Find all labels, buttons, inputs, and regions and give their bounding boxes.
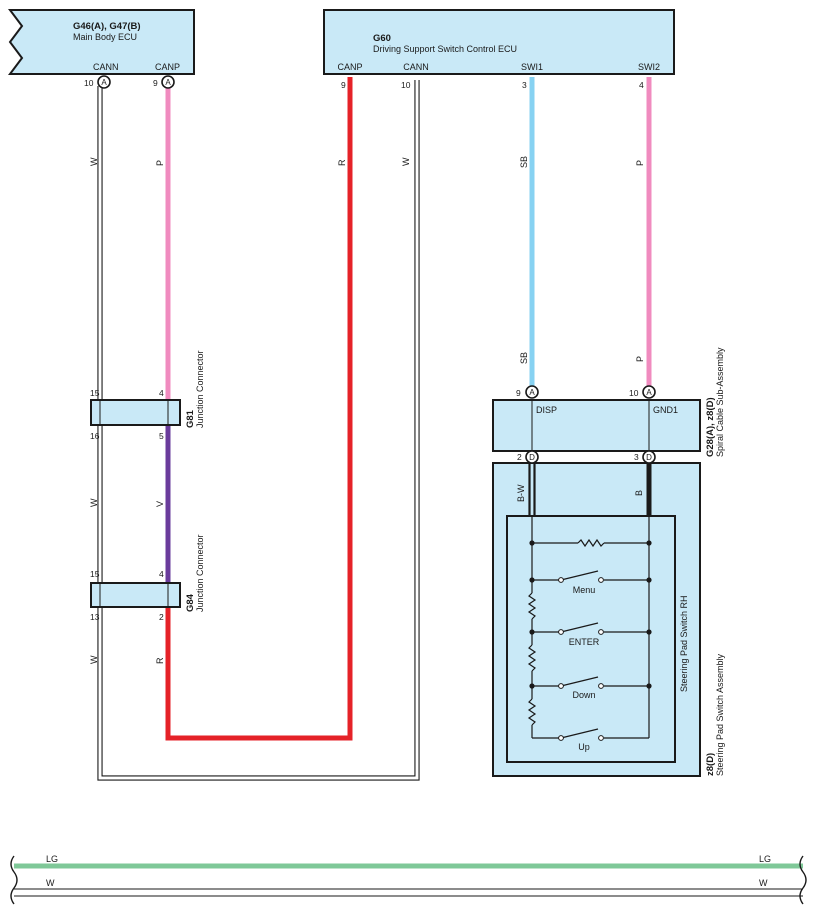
wire-color-label: P xyxy=(635,356,645,362)
pin-number: 4 xyxy=(159,569,164,579)
wire-color-label: W xyxy=(759,878,768,888)
switch-label-up: Up xyxy=(578,742,590,752)
junction-connector-g81: 15 16 4 5 G81 Junction Connector xyxy=(90,350,205,441)
pin-number: 2 xyxy=(159,612,164,622)
g60-name: Driving Support Switch Control ECU xyxy=(373,44,517,54)
pin-number: 4 xyxy=(159,388,164,398)
switch-label-down: Down xyxy=(572,690,595,700)
wire-color-label: P xyxy=(635,160,645,166)
bottom-white-wire xyxy=(14,888,803,897)
pin-number: 10 xyxy=(629,388,639,398)
wire-color-label: W xyxy=(89,498,99,507)
terminal-cann-label: CANN xyxy=(403,62,429,72)
terminal-cann-label: CANN xyxy=(93,62,119,72)
pin-number: 15 xyxy=(90,569,100,579)
pin-number: 16 xyxy=(90,431,100,441)
driving-support-switch-ecu: G60 Driving Support Switch Control ECU C… xyxy=(323,9,675,75)
pin-number: 10 xyxy=(401,80,411,90)
connector-pin-icon: D xyxy=(525,450,539,464)
pin-number: 15 xyxy=(90,388,100,398)
switch-ladder-circuit xyxy=(527,516,650,739)
g60-code: G60 xyxy=(373,33,391,44)
break-mark-left-icon xyxy=(10,855,18,905)
terminal-swi2-label: SWI2 xyxy=(638,62,660,72)
wire-color-label: SB xyxy=(519,352,529,364)
switch-contact-icons xyxy=(558,577,604,741)
steering-pad-switch-name: Steering Pad Switch RH xyxy=(679,595,689,692)
junction-connector-g84: 15 13 4 2 G84 Junction Connector xyxy=(90,534,205,622)
wire-color-label: P xyxy=(155,160,165,166)
pin-number: 13 xyxy=(90,612,100,622)
wire-color-label: W xyxy=(46,878,55,888)
steering-pad-assembly-code: z8(D) xyxy=(705,753,716,776)
wire-color-label: B xyxy=(634,490,644,496)
svg-text:A: A xyxy=(165,78,171,87)
spiral-cable-code: G28(A), z8(D) xyxy=(705,397,716,457)
connector-pin-icon: A xyxy=(97,75,111,89)
connector-pin-icon: A xyxy=(525,385,539,399)
svg-text:D: D xyxy=(646,453,652,462)
wire-color-label: R xyxy=(155,657,165,664)
switch-label-menu: Menu xyxy=(573,585,596,595)
wire-color-label: W xyxy=(89,157,99,166)
wire-color-label: R xyxy=(337,159,347,166)
break-mark-right-icon xyxy=(799,855,807,905)
wire-color-label: W xyxy=(89,655,99,664)
wire-color-label: W xyxy=(401,157,411,166)
pin-number: 3 xyxy=(634,452,639,462)
pin-number: 9 xyxy=(341,80,346,90)
connector-pin-icon: A xyxy=(642,385,656,399)
wire-color-label: B-W xyxy=(516,484,526,502)
g84-code: G84 xyxy=(185,593,196,612)
pin-number: 3 xyxy=(522,80,527,90)
terminal-swi1-label: SWI1 xyxy=(521,62,543,72)
svg-text:A: A xyxy=(101,78,107,87)
g84-name: Junction Connector xyxy=(195,534,205,612)
terminal-canp-label: CANP xyxy=(155,62,180,72)
g81-code: G81 xyxy=(185,409,196,428)
spiral-cable-name: Spiral Cable Sub-Assembly xyxy=(715,347,725,457)
cann-white-wire xyxy=(97,80,420,781)
terminal-gnd1-label: GND1 xyxy=(653,405,678,415)
disp-b-w-wire xyxy=(528,463,536,516)
pin-number: 4 xyxy=(639,80,644,90)
connector-pin-icon: D xyxy=(642,450,656,464)
g81-name: Junction Connector xyxy=(195,350,205,428)
wire-color-label: LG xyxy=(46,854,58,864)
canp-red-wire xyxy=(165,77,353,741)
wire-color-label: V xyxy=(155,501,165,507)
spiral-cable-sub-assembly: DISP GND1 G28(A), z8(D) Spiral Cable Sub… xyxy=(492,347,725,457)
pin-number: 9 xyxy=(153,78,158,88)
steering-pad-switch-assembly: z8(D) Steering Pad Switch Assembly Steer… xyxy=(492,462,725,777)
svg-text:D: D xyxy=(529,453,535,462)
connector-pin-icon: A xyxy=(161,75,175,89)
main-body-ecu: G46(A), G47(B) Main Body ECU CANN CANP xyxy=(8,9,195,75)
pin-number: 2 xyxy=(517,452,522,462)
main-body-ecu-name: Main Body ECU xyxy=(73,32,137,42)
wire-color-label: SB xyxy=(519,156,529,168)
switch-label-enter: ENTER xyxy=(569,637,600,647)
steering-pad-assembly-name: Steering Pad Switch Assembly xyxy=(715,653,725,776)
terminal-canp-label: CANP xyxy=(337,62,362,72)
main-body-ecu-code: G46(A), G47(B) xyxy=(73,21,141,32)
pin-number: 9 xyxy=(516,388,521,398)
svg-text:A: A xyxy=(529,388,535,397)
pin-number: 5 xyxy=(159,431,164,441)
pin-number: 10 xyxy=(84,78,94,88)
junction-dot-icons xyxy=(529,540,652,689)
wire-color-label: LG xyxy=(759,854,771,864)
svg-text:A: A xyxy=(646,388,652,397)
terminal-disp-label: DISP xyxy=(536,405,557,415)
